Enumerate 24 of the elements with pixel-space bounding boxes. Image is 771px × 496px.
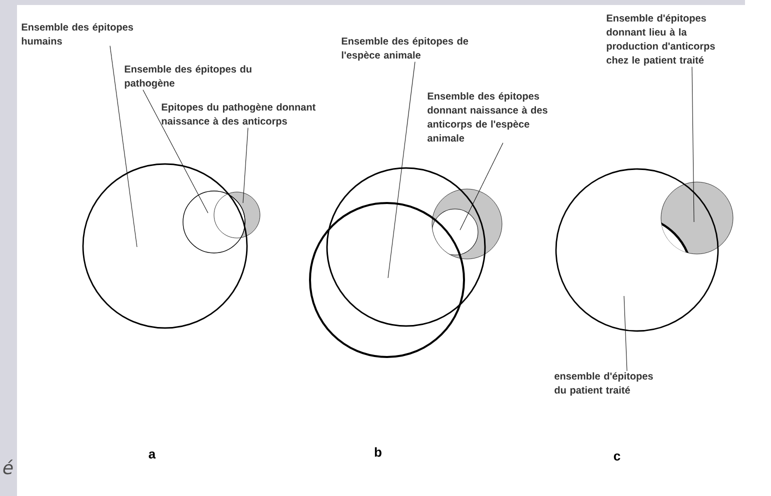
- callout-text: Ensemble d'épitopes donnant lieu à la production d'anticorps chez le patient traité: [606, 14, 715, 66]
- callout-text: Ensemble des épitopes du pathogène: [124, 65, 252, 89]
- callout-text: Ensemble des épitopes de l'espèce animale: [342, 37, 468, 61]
- leader-line: [460, 142, 504, 230]
- panel-letter: b: [374, 447, 382, 457]
- circle: [82, 163, 248, 329]
- shaded-circle: [432, 188, 502, 260]
- callout-text: Ensemble des épitopes donnant naissance à des anticorps de l'espèce animale: [428, 92, 548, 142]
- leader-line: [110, 46, 138, 248]
- leader-line: [388, 62, 416, 278]
- leader-line: [692, 66, 694, 222]
- circle: [309, 202, 465, 358]
- circle: [555, 168, 719, 332]
- callout-text: ensemble d'épitopes du patient traité: [554, 372, 653, 396]
- circle: [326, 167, 486, 327]
- callout-text: Ensemble des épitopes humains: [22, 23, 134, 45]
- callout-text: Epitopes du pathogène donnant naissance à des anticorps: [162, 103, 316, 127]
- shaded-circle: [214, 192, 260, 238]
- leader-line: [142, 90, 208, 214]
- panel-letter: a: [148, 451, 156, 459]
- shaded-crescent: [660, 182, 734, 254]
- panel-letter: c: [614, 453, 620, 461]
- leader-line: [624, 296, 628, 372]
- text-fragment: é: [3, 460, 13, 474]
